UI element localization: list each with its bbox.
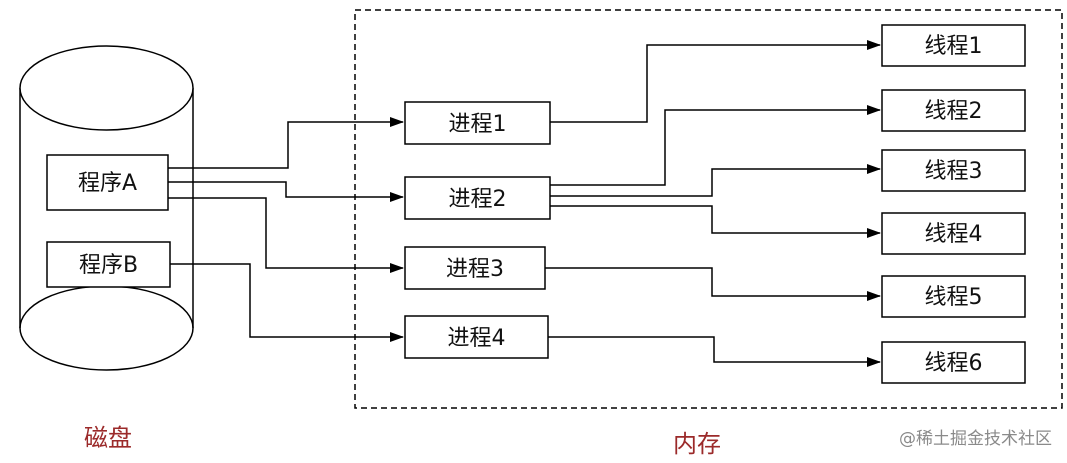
thread-box-2: 线程2 bbox=[881, 89, 1026, 132]
arrow-programA-process3 bbox=[168, 197, 404, 273]
thread-label-4: 线程4 bbox=[925, 222, 983, 247]
disk-caption: 磁盘 bbox=[84, 424, 132, 452]
arrow-process4-thread6 bbox=[548, 336, 881, 367]
arrow-process2-thread2 bbox=[550, 105, 881, 186]
memory-region bbox=[354, 9, 1063, 409]
arrow-programA-process1 bbox=[168, 117, 404, 169]
thread-box-1: 线程1 bbox=[881, 24, 1026, 67]
thread-box-5: 线程5 bbox=[881, 275, 1026, 318]
arrow-programB-process4 bbox=[170, 263, 404, 342]
process-label-2: 进程2 bbox=[449, 187, 507, 212]
thread-label-6: 线程6 bbox=[925, 351, 983, 376]
thread-box-3: 线程3 bbox=[881, 149, 1026, 192]
program-label-a: 程序A bbox=[78, 171, 137, 196]
process-box-1: 进程1 bbox=[404, 101, 551, 145]
program-box-b: 程序B bbox=[46, 241, 171, 288]
thread-label-1: 线程1 bbox=[925, 34, 983, 59]
thread-label-2: 线程2 bbox=[925, 99, 983, 124]
thread-label-3: 线程3 bbox=[925, 159, 983, 184]
thread-box-4: 线程4 bbox=[881, 212, 1026, 255]
process-box-4: 进程4 bbox=[404, 315, 549, 359]
process-label-3: 进程3 bbox=[446, 257, 504, 282]
arrow-process3-thread5 bbox=[545, 267, 881, 301]
arrow-process2-thread3 bbox=[550, 164, 881, 197]
arrow-process2-thread4 bbox=[550, 205, 881, 238]
process-box-3: 进程3 bbox=[404, 246, 546, 290]
arrow-process1-thread1 bbox=[550, 40, 881, 123]
process-label-1: 进程1 bbox=[449, 112, 507, 137]
thread-label-5: 线程5 bbox=[925, 285, 983, 310]
program-label-b: 程序B bbox=[79, 253, 138, 278]
connectors bbox=[168, 40, 881, 367]
watermark-text: @稀土掘金技术社区 bbox=[899, 429, 1052, 449]
arrow-programA-process2 bbox=[168, 181, 404, 202]
process-label-4: 进程4 bbox=[448, 326, 506, 351]
program-box-a: 程序A bbox=[46, 154, 169, 211]
process-box-2: 进程2 bbox=[404, 176, 551, 220]
memory-caption: 内存 bbox=[673, 430, 721, 458]
thread-box-6: 线程6 bbox=[881, 341, 1026, 384]
